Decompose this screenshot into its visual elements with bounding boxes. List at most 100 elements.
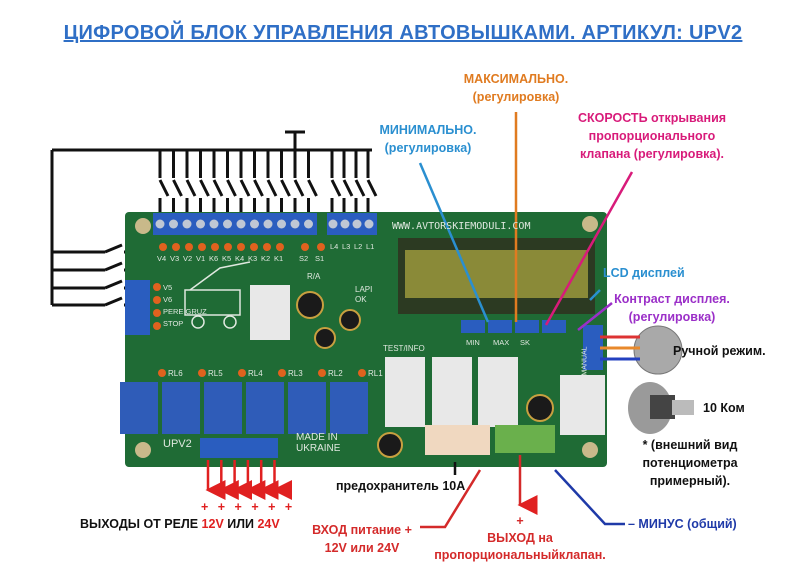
fuse [425, 425, 490, 455]
status-led [153, 296, 161, 304]
switch-line [280, 150, 291, 214]
terminal-screw [352, 219, 362, 229]
relay-led [158, 369, 166, 377]
switch-line [185, 150, 197, 214]
status-led [276, 243, 284, 251]
contrast-pointer [577, 302, 613, 331]
relay [120, 382, 158, 434]
status-led [301, 243, 309, 251]
input-label: PERE GRUZ [163, 307, 207, 316]
led-label: K5 [222, 254, 232, 263]
status-led [317, 243, 325, 251]
status-led [250, 243, 258, 251]
fuse-callout: предохранитель 10А [336, 479, 466, 493]
switch-line [366, 150, 378, 214]
trimmer-potentiometer [515, 320, 539, 333]
potentiometer-wired [600, 325, 683, 375]
status-led [211, 243, 219, 251]
switch-line [239, 150, 251, 214]
led-label: S1 [315, 254, 325, 263]
relay-output-terminal [200, 438, 278, 458]
minus-pointer [554, 469, 625, 526]
switch-line [307, 150, 318, 214]
trimmer-label: SK [520, 338, 531, 347]
board-url: WWW.AVTORSKIEMODULI.COM [392, 221, 531, 232]
terminal-screw [169, 219, 178, 229]
switch-line [172, 150, 183, 214]
terminal-screw [223, 219, 232, 229]
potentiometer-10k [628, 382, 694, 434]
relay-led [358, 369, 366, 377]
terminal-screw [209, 219, 219, 229]
speed-pointer [544, 171, 634, 326]
heatsinks [250, 285, 605, 435]
trimmer-label: MAX [493, 338, 510, 347]
status-led [237, 243, 245, 251]
input-terminal-block [153, 213, 317, 235]
terminal-screw [155, 219, 165, 229]
switch-line [253, 150, 264, 214]
terminal-screw [290, 219, 300, 229]
relay [204, 382, 242, 434]
relay-label: RL3 [288, 369, 303, 378]
power-in-pointer [420, 469, 482, 529]
status-led [159, 243, 167, 251]
lamp-label: L3 [342, 242, 351, 251]
min-callout: МИНИМАЛЬНО.(регулировка) [379, 123, 477, 155]
trimmer-potentiometer [542, 320, 566, 333]
lamp-label: L4 [330, 242, 339, 251]
terminal-screw [263, 219, 273, 229]
led-label: S2 [299, 254, 309, 263]
input-label: V6 [163, 295, 173, 304]
switch-line [266, 150, 278, 214]
switch-line [293, 150, 305, 214]
lcd-callout: LCD дисплей [603, 266, 685, 280]
status-led [185, 243, 193, 251]
led-label: V4 [157, 254, 167, 263]
left-terminal-block [125, 280, 150, 335]
switch-line [354, 150, 366, 214]
terminal-screw [277, 219, 286, 229]
led-label: V2 [183, 254, 193, 263]
capacitors [296, 291, 554, 458]
model-label: UPV2 [163, 438, 192, 450]
switch-line [158, 150, 170, 214]
pot-value-label: 10 Ком [703, 401, 745, 415]
status-led [224, 243, 232, 251]
switch-line [342, 150, 354, 214]
relay-led [318, 369, 326, 377]
ra-label: R/A [307, 272, 321, 281]
relay-led [198, 369, 206, 377]
relay-label: RL4 [248, 369, 263, 378]
made-in-label: MADE IN UKRAINE [296, 432, 341, 454]
switch-line [226, 150, 237, 214]
min-pointer [418, 162, 490, 323]
truck-logo [184, 261, 251, 329]
switch-line [212, 150, 224, 214]
switch-line [330, 150, 342, 214]
manual-mode-callout: Ручной режим. [673, 344, 766, 358]
switch-line [199, 150, 210, 214]
relay-led [238, 369, 246, 377]
relay [246, 382, 284, 434]
terminal-screw [236, 219, 246, 229]
status-led [198, 243, 206, 251]
terminal-screw [182, 219, 192, 229]
led-label: K1 [274, 254, 284, 263]
max-callout: МАКСИМАЛЬНО.(регулировка) [463, 72, 569, 104]
power-terminal [495, 425, 555, 453]
trimmer-potentiometer [461, 320, 485, 333]
terminal-screw [196, 219, 205, 229]
terminal-screw [304, 219, 313, 229]
led-label: K2 [261, 254, 271, 263]
relay-label: RL5 [208, 369, 223, 378]
relay-label: RL1 [368, 369, 383, 378]
mounting-holes [135, 216, 598, 458]
manual-label: MANUAL [581, 346, 589, 376]
relay [330, 382, 368, 434]
status-led [263, 243, 271, 251]
led-label: V3 [170, 254, 180, 263]
